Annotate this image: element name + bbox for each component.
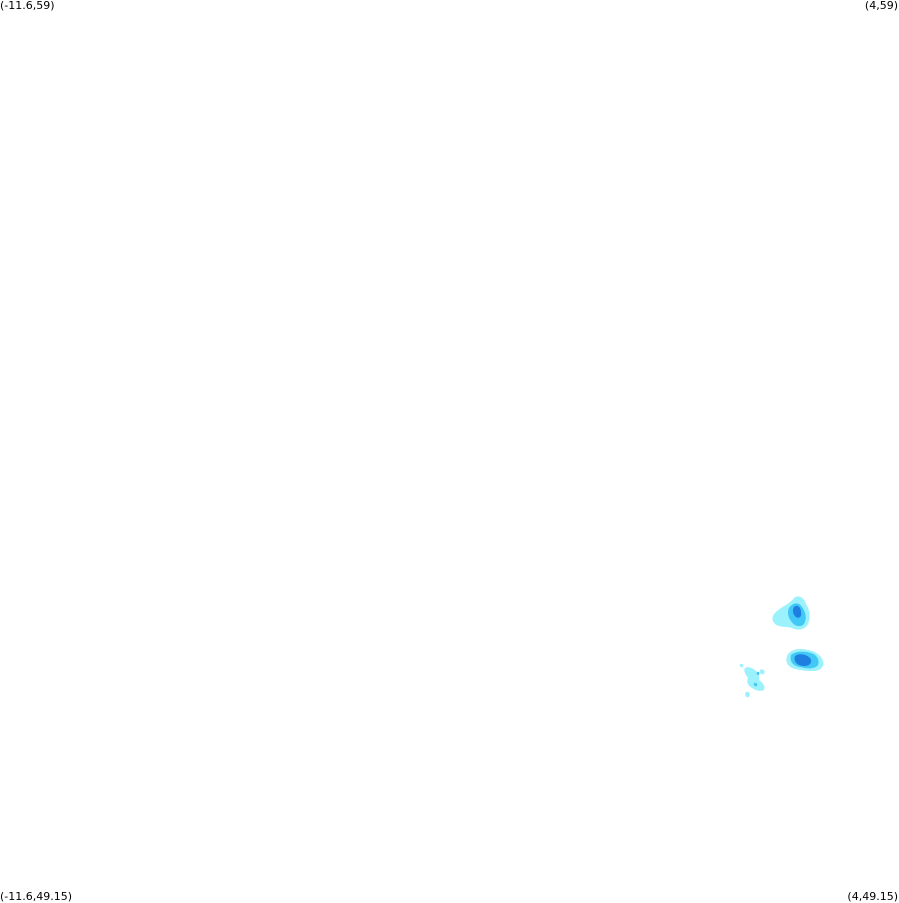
corner-label-top-right: (4,59): [864, 0, 898, 12]
precip-light-area: [759, 669, 765, 675]
precip-cell-north: [772, 596, 810, 630]
precip-cell-scattered: [739, 663, 765, 698]
precip-light-area: [739, 663, 744, 668]
precip-heavy-area: [794, 654, 812, 666]
precip-medium-area: [753, 682, 758, 687]
precip-light-area: [745, 691, 750, 698]
corner-label-bottom-left: (-11.6,49.15): [0, 890, 73, 903]
precip-light-area: [744, 667, 765, 691]
corner-label-top-left: (-11.6,59): [0, 0, 55, 12]
precip-medium-area: [756, 671, 760, 675]
precip-cell-east: [786, 649, 824, 671]
corner-label-bottom-right: (4,49.15): [847, 890, 898, 903]
precip-heavy-area: [792, 605, 802, 618]
